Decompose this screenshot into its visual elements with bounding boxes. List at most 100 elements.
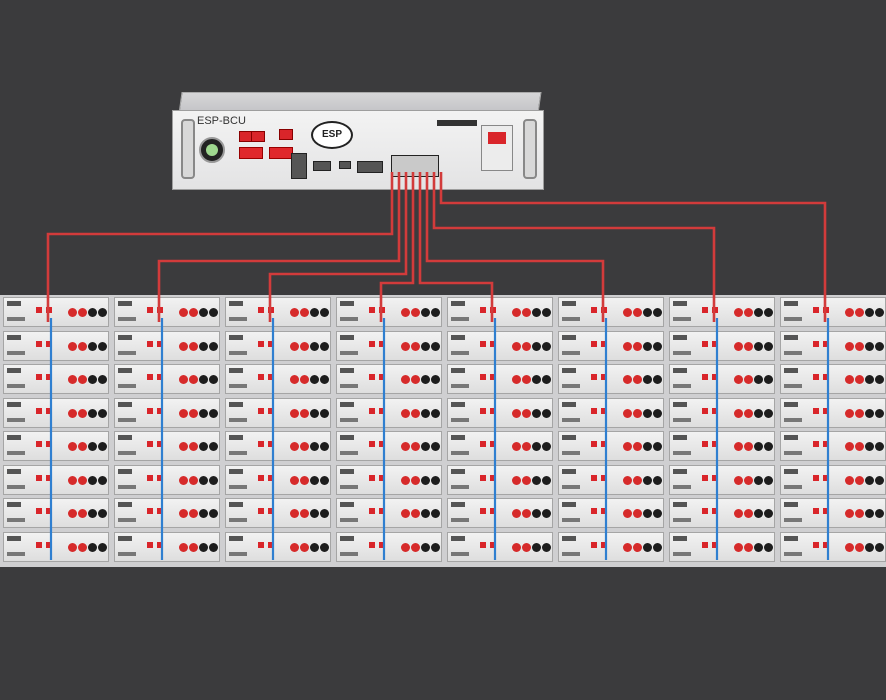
battery-module bbox=[669, 531, 775, 562]
terminal-icon bbox=[7, 535, 21, 541]
terminal-icon bbox=[229, 435, 243, 440]
terminal-icon bbox=[734, 375, 743, 384]
battery-module bbox=[114, 431, 220, 461]
terminal-icon bbox=[865, 509, 874, 518]
terminal-icon bbox=[320, 542, 329, 552]
module-indicator bbox=[823, 441, 829, 447]
module-indicator bbox=[258, 340, 264, 347]
terminal-icon bbox=[623, 542, 632, 552]
terminal-icon bbox=[7, 502, 21, 507]
terminal-icon bbox=[78, 442, 87, 451]
battery-module bbox=[336, 330, 442, 361]
terminal-icon bbox=[118, 502, 132, 507]
terminal-icon bbox=[673, 301, 687, 306]
module-indicator bbox=[46, 374, 52, 380]
terminal-icon bbox=[401, 475, 410, 485]
terminal-icon bbox=[784, 384, 802, 388]
module-indicator bbox=[268, 407, 274, 414]
terminal-icon bbox=[653, 375, 662, 384]
terminal-icon bbox=[522, 341, 531, 351]
terminal-icon bbox=[189, 542, 198, 552]
terminal-icon bbox=[754, 308, 763, 317]
terminal-icon bbox=[764, 442, 773, 451]
terminal-icon bbox=[764, 475, 773, 485]
terminal-icon bbox=[7, 417, 25, 422]
battery-module bbox=[780, 330, 886, 361]
terminal-icon bbox=[88, 475, 97, 485]
terminal-icon bbox=[411, 308, 420, 317]
battery-module bbox=[558, 397, 664, 428]
module-indicator bbox=[258, 307, 264, 313]
terminal-icon bbox=[229, 551, 247, 556]
terminal-icon bbox=[68, 308, 77, 317]
terminal-icon bbox=[643, 509, 652, 518]
terminal-icon bbox=[179, 509, 188, 518]
terminal-icon bbox=[88, 375, 97, 384]
module-indicator bbox=[601, 441, 607, 447]
battery-module bbox=[558, 330, 664, 361]
bcu-controller: ESP-BCU ESP bbox=[172, 92, 544, 192]
terminal-icon bbox=[310, 341, 319, 351]
terminal-icon bbox=[754, 509, 763, 518]
module-indicator bbox=[591, 474, 597, 481]
module-indicator bbox=[702, 407, 708, 414]
module-indicator bbox=[712, 374, 718, 380]
terminal-icon bbox=[7, 451, 25, 455]
battery-module bbox=[669, 297, 775, 327]
terminal-icon bbox=[451, 435, 465, 440]
terminal-icon bbox=[623, 408, 632, 418]
terminal-icon bbox=[784, 401, 798, 407]
terminal-icon bbox=[512, 442, 521, 451]
terminal-icon bbox=[451, 334, 465, 340]
terminal-icon bbox=[199, 442, 208, 451]
module-indicator bbox=[813, 340, 819, 347]
module-indicator bbox=[268, 474, 274, 481]
module-indicator bbox=[268, 374, 274, 380]
terminal-icon bbox=[754, 341, 763, 351]
terminal-icon bbox=[754, 442, 763, 451]
module-indicator bbox=[490, 541, 496, 548]
terminal-icon bbox=[653, 542, 662, 552]
terminal-icon bbox=[855, 408, 864, 418]
terminal-icon bbox=[411, 408, 420, 418]
terminal-icon bbox=[78, 509, 87, 518]
module-indicator bbox=[369, 474, 375, 481]
module-indicator bbox=[712, 474, 718, 481]
terminal-icon bbox=[562, 451, 580, 455]
module-indicator bbox=[490, 508, 496, 514]
terminal-icon bbox=[784, 451, 802, 455]
terminal-icon bbox=[653, 341, 662, 351]
module-indicator bbox=[46, 508, 52, 514]
battery-module bbox=[336, 498, 442, 528]
terminal-icon bbox=[875, 442, 884, 451]
terminal-icon bbox=[411, 509, 420, 518]
terminal-icon bbox=[98, 341, 107, 351]
terminal-icon bbox=[88, 442, 97, 451]
terminal-icon bbox=[68, 341, 77, 351]
terminal-icon bbox=[855, 442, 864, 451]
battery-module bbox=[225, 431, 331, 461]
battery-module bbox=[669, 330, 775, 361]
terminal-icon bbox=[653, 442, 662, 451]
terminal-icon bbox=[673, 518, 691, 522]
terminal-icon bbox=[209, 375, 218, 384]
terminal-icon bbox=[451, 301, 465, 306]
battery-module bbox=[225, 397, 331, 428]
terminal-icon bbox=[229, 451, 247, 455]
module-indicator bbox=[369, 541, 375, 548]
terminal-icon bbox=[88, 542, 97, 552]
module-indicator bbox=[712, 508, 718, 514]
terminal-icon bbox=[522, 308, 531, 317]
rj45-port bbox=[291, 153, 307, 179]
battery-module bbox=[780, 431, 886, 461]
battery-module bbox=[114, 397, 220, 428]
terminal-icon bbox=[300, 475, 309, 485]
terminal-icon bbox=[845, 442, 854, 451]
terminal-icon bbox=[653, 509, 662, 518]
terminal-icon bbox=[734, 442, 743, 451]
terminal-icon bbox=[865, 341, 874, 351]
terminal-icon bbox=[401, 375, 410, 384]
terminal-icon bbox=[98, 308, 107, 317]
terminal-icon bbox=[118, 417, 136, 422]
